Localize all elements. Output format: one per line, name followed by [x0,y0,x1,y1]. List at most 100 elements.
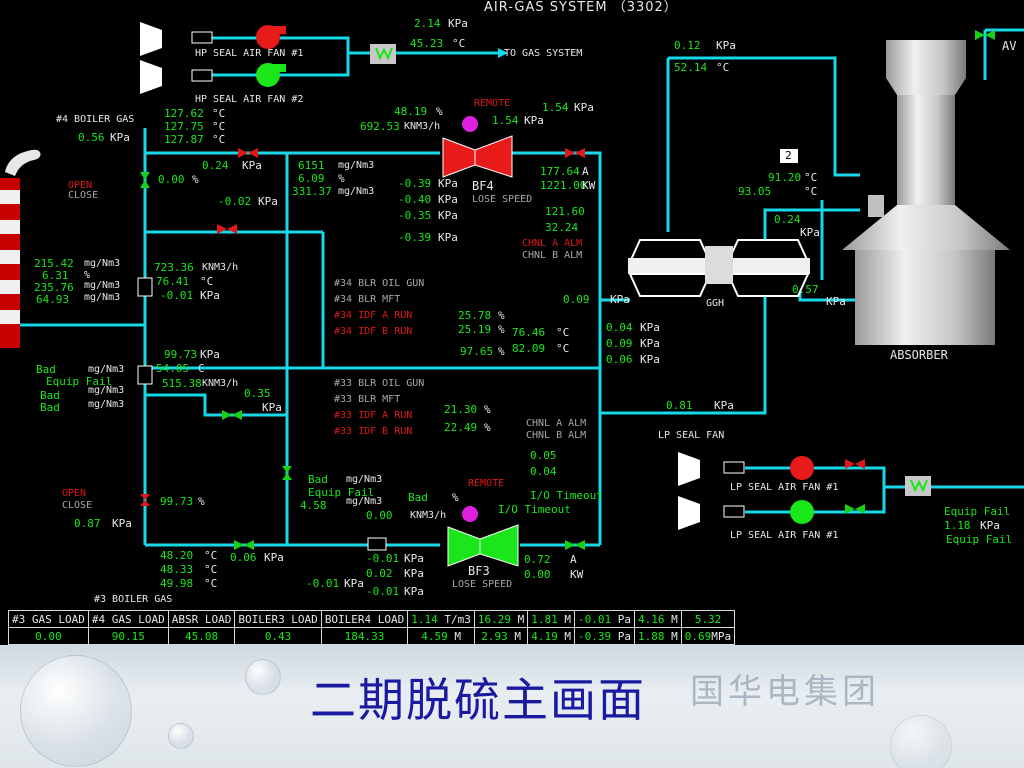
idf33a-val: 21.30 [444,403,478,416]
mid-bad1: Bad [36,363,56,376]
idf34-pct: 97.65 [460,345,494,358]
boiler4-valve-press: 0.24 [202,159,229,172]
boiler3-open[interactable]: OPEN [62,488,87,499]
boiler3-t1-unit: °C [204,549,218,562]
hdr-gas3: #3 GAS LOAD [8,610,89,628]
hdr-c7: 16.29 M [473,610,529,628]
mid-bad1-unit: mg/Nm3 [88,364,125,375]
boiler3-pct-unit: % [198,495,205,508]
bf4-p1: -0.39 [398,177,432,190]
bf3-p1-unit: KPa [404,552,424,565]
bubble-decoration [168,723,194,749]
bf3-kw-unit: KW [570,568,584,581]
mid-p1: 0.35 [244,387,271,400]
val-boiler4: 184.33 [320,627,409,645]
boiler4-damper-pct: 0.00 [158,173,185,186]
mid-bad2-unit: mg/Nm3 [88,385,125,396]
absorber-t2-unit: °C [804,185,818,198]
bf4-press-unit: KPa [524,114,544,127]
bf4-amp-unit: A [582,165,589,178]
absorber-outlet-press-unit: KPa [716,39,736,52]
idf33b-val: 22.49 [444,421,478,434]
bf4-pct-unit: % [436,105,443,118]
inlet-v4-unit: mg/Nm3 [84,292,121,303]
bf4-p3-unit: KPa [438,209,458,222]
boiler4-open[interactable]: OPEN [68,180,93,191]
line-press: 0.81 [666,399,693,412]
bf4-kw: 1221.00 [540,179,587,192]
hdr-c10: 4.16 M [634,610,682,628]
hp-pressure: 2.14 [414,17,441,30]
bf4-remote[interactable]: REMOTE [474,98,511,109]
idf34b-val: 25.19 [458,323,492,336]
bf4-o2-unit: % [338,172,345,185]
mid-p2: 4.58 [300,499,327,512]
bf4-press: 1.54 [492,114,519,127]
blr34-mft: #34 BLR MFT [334,294,401,305]
bf4-outlet-press: 1.54 [542,101,569,114]
bf4-kw-unit: KW [582,179,596,192]
hdr-c6: 1.14 T/m3 [407,610,475,628]
boiler3-press-unit: KPa [112,517,132,530]
boiler3-label: #3 BOILER GAS [94,594,173,605]
boiler4-press: 0.56 [78,131,105,144]
hdr-c11: 5.32 [680,610,736,628]
bf3-io1: I/O Timeout [530,489,603,502]
bf3-chnl-b: CHNL B ALM [526,430,587,441]
bf4-pct: 48.19 [394,105,428,118]
inlet-v2: 6.31 [42,269,69,282]
inlet-v1: 215.42 [34,257,74,270]
val-gas3: 0.00 [8,627,89,645]
bf4-p4-unit: KPa [438,231,458,244]
hp-temp-unit: °C [452,37,466,50]
boiler4-press-unit: KPa [110,131,130,144]
absorber-t2: 93.05 [738,185,772,198]
val-absr: 45.08 [167,627,236,645]
mid-v3: 515.38 [162,377,202,390]
boiler3-dp-unit: KPa [344,577,364,590]
mid-bad3-unit: mg/Nm3 [88,399,125,410]
bf3-lose-speed: LOSE SPEED [452,579,513,590]
bf4-p3: -0.35 [398,209,432,222]
mid-bad2: Bad [40,389,60,402]
bubble-decoration [20,655,132,767]
boiler3-t2-unit: °C [204,563,218,576]
company-name: 国华电集团 [690,672,880,712]
ggh-p1-unit: KPa [640,321,660,334]
idf34a-run: #34 IDF A RUN [334,310,413,321]
hdr-boiler3: BOILER3 LOAD [234,610,322,628]
hp-pressure-unit: KPa [448,17,468,30]
ggh-press-in-unit: KPa [610,293,630,306]
val-c8: 4.19 M [527,627,576,645]
val-c7: 2.93 M [473,627,529,645]
bf4-outlet-unit: KPa [574,101,594,114]
absorber-press-unit: KPa [800,226,820,239]
boiler3-t1: 48.20 [160,549,194,562]
bf4-dust: 331.37 [292,185,332,198]
absorber-av: AV [1002,39,1017,53]
idf34a-temp: 76.46 [512,326,546,339]
bf4-chnl-a: CHNL A ALM [522,238,583,249]
boiler4-t2: 127.75 [164,120,204,133]
bf3-p3-unit: KPa [404,585,424,598]
lp-equip-fail2: Equip Fail [946,533,1013,546]
hdr-gas4: #4 GAS LOAD [87,610,169,628]
boiler4-t3: 127.87 [164,133,204,146]
idf34-pct-unit: % [498,345,505,358]
lp-seal-fan-label: LP SEAL FAN [658,430,725,441]
bf4-amp: 177.64 [540,165,580,178]
boiler4-close[interactable]: CLOSE [68,190,99,201]
hdr-c9: -0.01 Pa [574,610,636,628]
hp-fan2-label: HP SEAL AIR FAN #2 [195,94,304,105]
boiler3-close[interactable]: CLOSE [62,500,93,511]
bubble-decoration [245,659,281,695]
bf3-remote[interactable]: REMOTE [468,478,505,489]
bf3-name: BF3 [468,564,490,578]
line-press-unit: KPa [714,399,734,412]
blr33-mft: #33 BLR MFT [334,394,401,405]
bf3-v2: 0.04 [530,465,557,478]
lp-press-unit: KPa [980,519,1000,532]
boiler3-pct: 99.73 [160,495,194,508]
boiler3-dp: -0.01 [306,577,340,590]
idf33a-run: #33 IDF A RUN [334,410,413,421]
